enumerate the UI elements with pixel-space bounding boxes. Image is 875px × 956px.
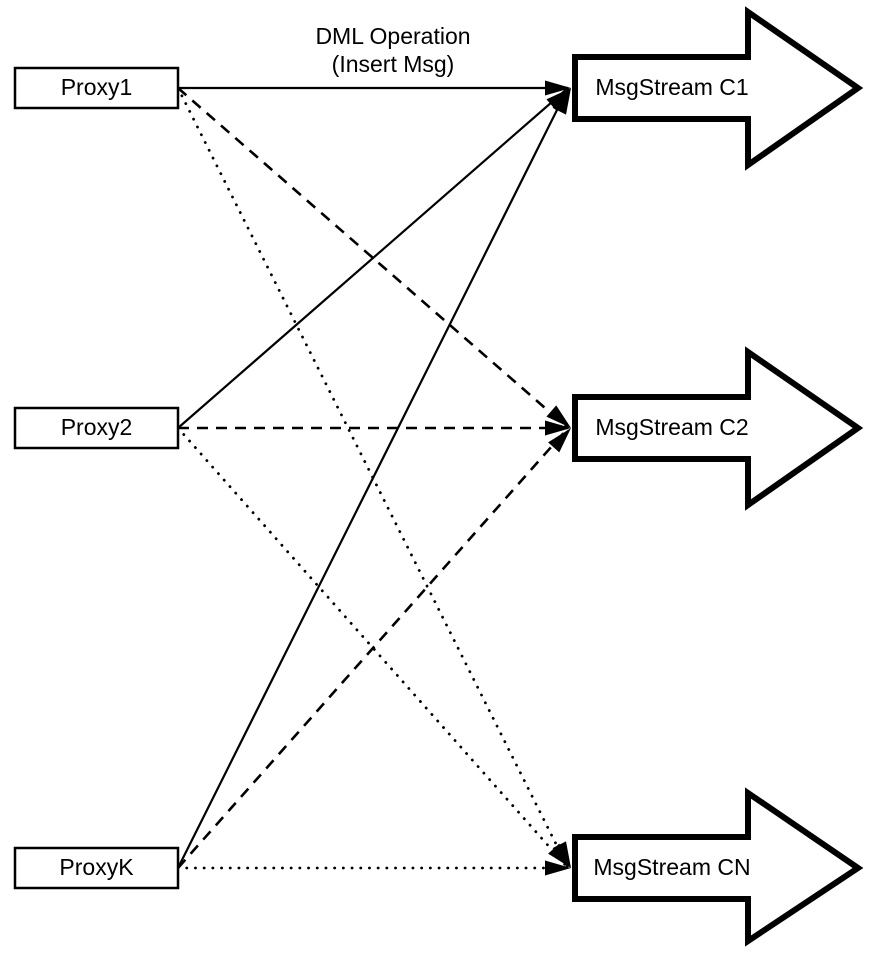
edge-proxy2-to-c1 <box>177 87 569 429</box>
edge-proxy1-to-c2 <box>177 87 569 429</box>
proxy-label: Proxy1 <box>61 74 133 100</box>
arrowhead-icon <box>546 88 571 111</box>
msgstream-label: MsgStream CN <box>593 854 750 880</box>
arrowhead-cluster-c2 <box>545 405 571 453</box>
edge-caption-group: DML Operation (Insert Msg) <box>315 23 470 77</box>
edge-layer <box>176 86 570 870</box>
edge-proxyK-to-c2 <box>177 427 569 869</box>
msgstream-label: MsgStream C1 <box>595 74 748 100</box>
arrowhead-icon <box>548 843 571 868</box>
proxy-node-proxy1[interactable]: Proxy1 <box>13 66 180 110</box>
edge-proxyK-to-c1 <box>177 87 569 869</box>
block-arrow-icon[interactable] <box>572 346 864 511</box>
msgstream-cn[interactable]: MsgStream CN <box>572 787 864 947</box>
arrowhead-cluster-cn <box>545 841 571 876</box>
arrowhead-layer <box>545 80 571 876</box>
arrowhead-icon <box>545 420 571 436</box>
proxy-box[interactable] <box>13 846 180 890</box>
arrowhead-icon <box>548 428 571 453</box>
proxy-node-proxyK[interactable]: ProxyK <box>13 846 180 890</box>
msgstream-label: MsgStream C2 <box>595 414 748 440</box>
proxy-label: ProxyK <box>59 854 134 880</box>
proxy-box[interactable] <box>13 406 180 450</box>
block-arrow-icon[interactable] <box>572 6 864 171</box>
stream-layer: MsgStream C1 MsgStream C2 MsgStream CN <box>572 6 864 947</box>
edge-caption-line-1: DML Operation <box>315 23 470 49</box>
arrowhead-icon <box>545 80 571 96</box>
msgstream-c2[interactable]: MsgStream C2 <box>572 346 864 511</box>
proxy-label: Proxy2 <box>61 414 133 440</box>
proxy-box[interactable] <box>13 66 180 110</box>
block-arrow-icon[interactable] <box>572 787 864 947</box>
edge-caption-line-2: (Insert Msg) <box>332 51 455 77</box>
arrowhead-icon <box>546 405 571 428</box>
arrowhead-cluster-c1 <box>545 80 571 115</box>
proxy-node-proxy2[interactable]: Proxy2 <box>13 406 180 450</box>
msgstream-c1[interactable]: MsgStream C1 <box>572 6 864 171</box>
arrowhead-icon <box>545 860 571 876</box>
arrowhead-icon <box>552 88 571 115</box>
